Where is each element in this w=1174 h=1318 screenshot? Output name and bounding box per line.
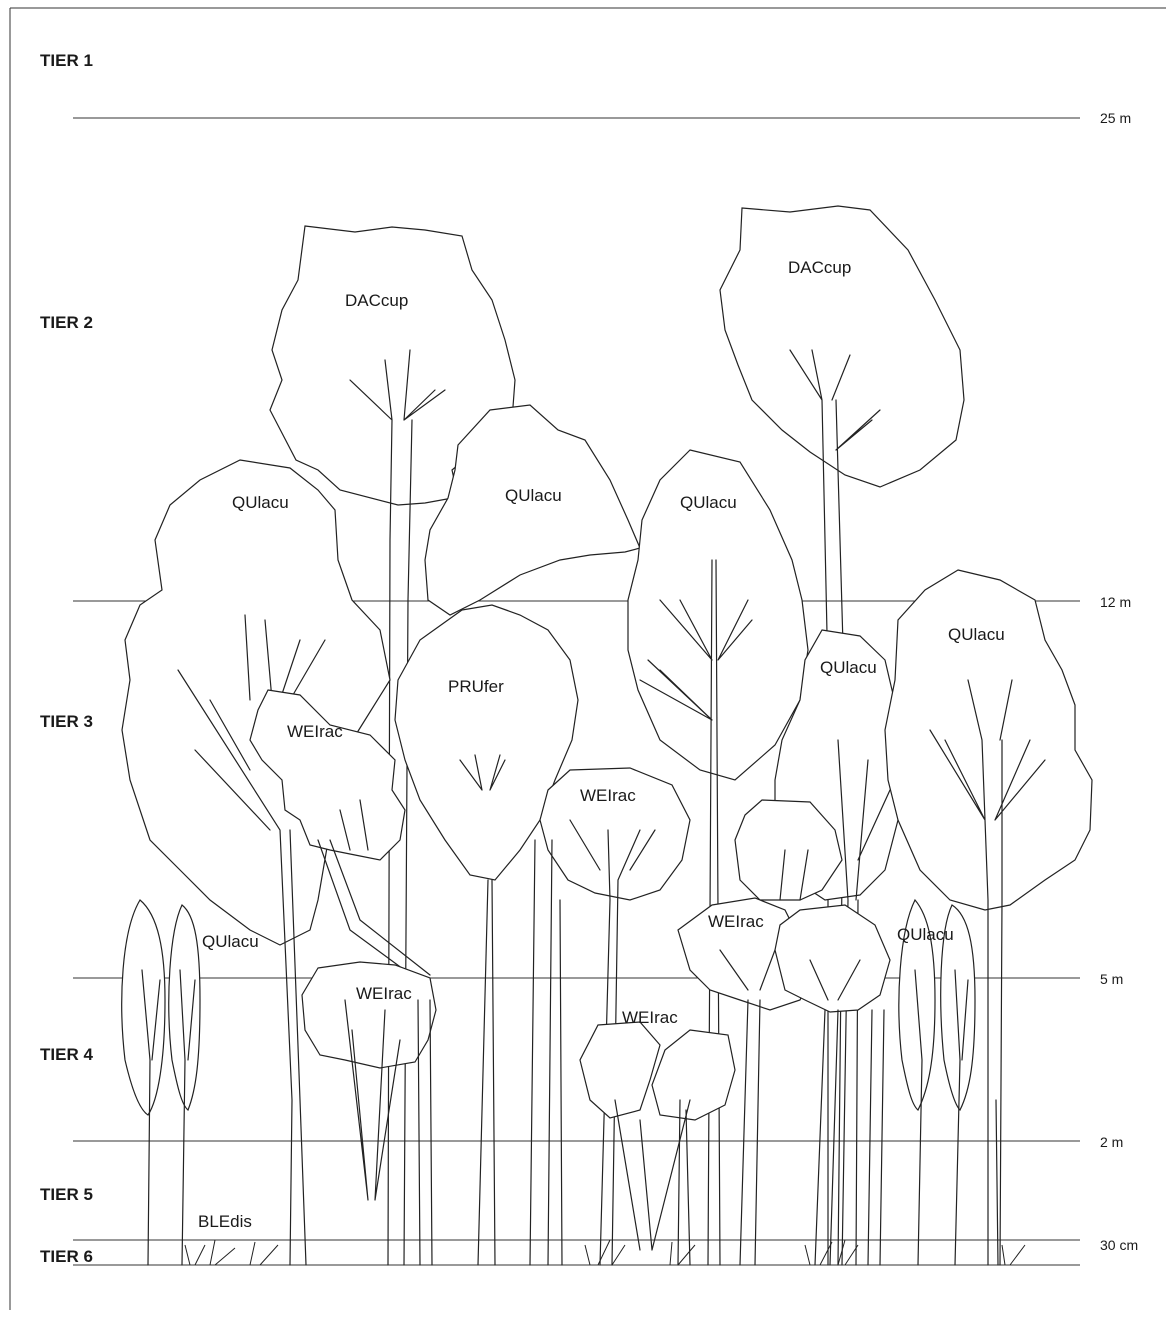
tree-bledis-grass — [185, 1240, 1025, 1265]
species-label-weirac-5: WEIrac — [622, 1008, 678, 1027]
species-label-daccup-left: DACcup — [345, 291, 408, 310]
tier-label-3: TIER 3 — [40, 712, 93, 731]
species-label-daccup-right: DACcup — [788, 258, 851, 277]
height-label-12m: 12 m — [1100, 594, 1131, 610]
height-label-2m: 2 m — [1100, 1134, 1123, 1150]
tier-label-4: TIER 4 — [40, 1045, 93, 1064]
species-label-qulacu-7: QUlacu — [897, 925, 954, 944]
height-label-5m: 5 m — [1100, 971, 1123, 987]
species-label-qulacu-6: QUlacu — [202, 932, 259, 951]
species-label-weirac-3: WEIrac — [708, 912, 764, 931]
species-label-qulacu-1: QUlacu — [232, 493, 289, 512]
species-label-bledis: BLEdis — [198, 1212, 252, 1231]
species-label-prufer: PRUfer — [448, 677, 504, 696]
height-label-30cm: 30 cm — [1100, 1237, 1138, 1253]
species-label-qulacu-5: QUlacu — [820, 658, 877, 677]
tier-label-5: TIER 5 — [40, 1185, 93, 1204]
species-label-qulacu-4: QUlacu — [948, 625, 1005, 644]
species-label-weirac-2: WEIrac — [580, 786, 636, 805]
species-label-qulacu-2: QUlacu — [505, 486, 562, 505]
species-label-qulacu-3: QUlacu — [680, 493, 737, 512]
species-label-weirac-4: WEIrac — [356, 984, 412, 1003]
height-label-25m: 25 m — [1100, 110, 1131, 126]
tree-qulacu-left-big — [122, 460, 390, 1265]
species-label-weirac-1: WEIrac — [287, 722, 343, 741]
tier-label-6: TIER 6 — [40, 1247, 93, 1266]
tree-qulacu-columnar-left — [122, 900, 200, 1265]
tier-label-1: TIER 1 — [40, 51, 93, 70]
tier-label-2: TIER 2 — [40, 313, 93, 332]
tree-qulacu-columnar-right — [899, 900, 975, 1265]
